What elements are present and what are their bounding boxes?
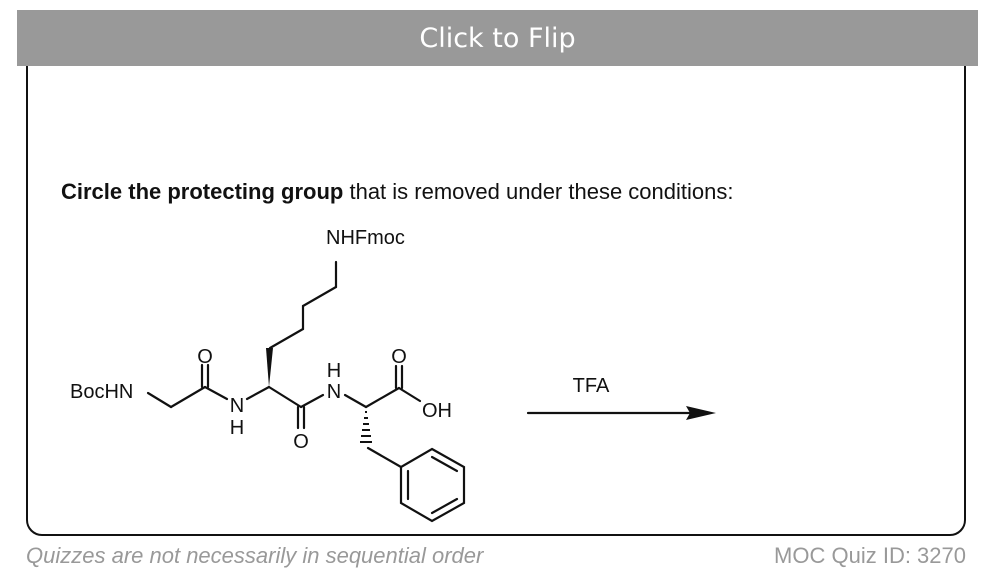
wedge-bond: [266, 348, 273, 387]
boc-nh-label: BocHN: [70, 381, 133, 403]
nitrogen-label: N: [327, 381, 341, 403]
bond: [245, 385, 271, 401]
reaction-arrow-head: [686, 406, 716, 420]
bond: [397, 386, 422, 403]
click-to-flip-button[interactable]: Click to Flip: [17, 10, 978, 66]
bond: [267, 385, 303, 409]
hashed-bond: [360, 411, 372, 443]
nitrogen-label: N: [230, 395, 244, 417]
bond: [203, 385, 229, 401]
question-text: Circle the protecting group that is remo…: [61, 179, 733, 205]
bond: [146, 391, 173, 409]
aromatic-bond: [430, 497, 459, 515]
oxygen-label: O: [293, 431, 309, 453]
hydrogen-label: H: [230, 417, 244, 439]
oh-label: OH: [422, 400, 452, 422]
question-bold-text: Circle the protecting group: [61, 179, 344, 204]
bond: [343, 393, 368, 409]
bond: [364, 386, 401, 409]
reagent-label: TFA: [573, 375, 610, 397]
side-chain-bond: [268, 327, 305, 350]
question-rest-text: that is removed under these conditions:: [343, 179, 734, 204]
nh-fmoc-label: NHFmoc: [326, 227, 405, 249]
quiz-id: MOC Quiz ID: 3270: [774, 543, 966, 568]
side-chain-bond: [301, 285, 338, 308]
flashcard[interactable]: [26, 16, 966, 536]
hydrogen-label: H: [327, 360, 341, 382]
benzyl-bond: [366, 446, 403, 469]
aromatic-bond: [430, 455, 459, 473]
oxygen-label: O: [391, 346, 407, 368]
oxygen-label: O: [197, 346, 213, 368]
sequence-note: Quizzes are not necessarily in sequentia…: [26, 543, 484, 568]
bond: [299, 393, 325, 409]
bond: [169, 385, 207, 409]
phenyl-ring: [399, 447, 466, 523]
click-to-flip-label: Click to Flip: [419, 22, 576, 54]
